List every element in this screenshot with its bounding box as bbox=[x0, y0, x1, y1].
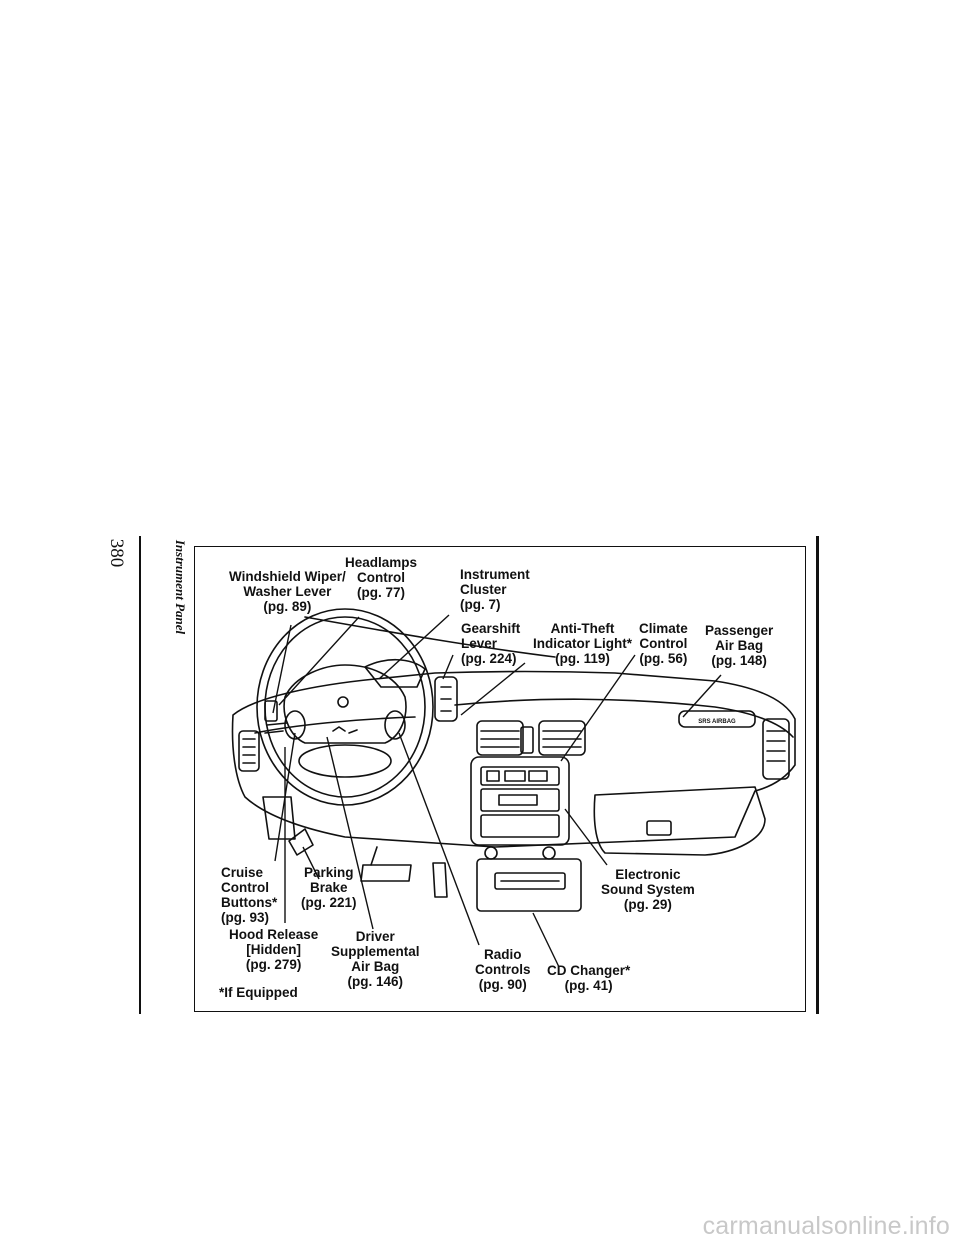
callout-cd-changer: CD Changer* (pg. 41) bbox=[547, 963, 631, 993]
footnote-if-equipped: *If Equipped bbox=[219, 985, 298, 1000]
cd-changer bbox=[476, 858, 582, 912]
section-title: Instrument Panel bbox=[173, 539, 188, 635]
callout-climate-control: Climate Control (pg. 56) bbox=[639, 621, 688, 666]
steering-hub bbox=[283, 664, 407, 744]
callout-radio-controls: Radio Controls (pg. 90) bbox=[475, 947, 531, 992]
gearshift-lever bbox=[434, 676, 458, 722]
left-air-vent bbox=[238, 730, 260, 772]
callout-hood-release: Hood Release [Hidden] (pg. 279) bbox=[229, 927, 319, 972]
brake-pedal bbox=[360, 864, 412, 882]
callout-passenger-airbag: Passenger Air Bag (pg. 148) bbox=[705, 623, 774, 668]
dashboard-illustration: SRS AIRBAG bbox=[231, 608, 796, 968]
callout-instrument-cluster: Instrument Cluster (pg. 7) bbox=[460, 567, 530, 612]
callout-anti-theft: Anti-Theft Indicator Light* (pg. 119) bbox=[533, 621, 632, 666]
watermark: carmanualsonline.info bbox=[702, 1212, 950, 1240]
right-air-vent bbox=[762, 718, 790, 780]
right-margin-rule bbox=[816, 536, 819, 1014]
instrument-cluster bbox=[364, 658, 426, 688]
callout-parking-brake: Parking Brake (pg. 221) bbox=[301, 865, 357, 910]
steering-wheel bbox=[256, 608, 434, 806]
dash-badge-text: SRS AIRBAG bbox=[698, 719, 736, 725]
parking-brake bbox=[288, 828, 314, 856]
callout-headlamps: Headlamps Control (pg. 77) bbox=[345, 555, 418, 600]
callout-windshield-wiper: Windshield Wiper/ Washer Lever (pg. 89) bbox=[229, 569, 346, 614]
center-stack bbox=[470, 756, 570, 846]
instrument-panel-figure: SRS AIRBAG Windshield Wiper/ Washer Leve… bbox=[194, 546, 806, 1012]
passenger-airbag-panel bbox=[678, 710, 756, 728]
callout-gearshift: Gearshift Lever (pg. 224) bbox=[461, 621, 521, 666]
callout-cruise-control: Cruise Control Buttons* (pg. 93) bbox=[221, 865, 278, 925]
dashboard-outline bbox=[231, 670, 796, 848]
left-margin-rule bbox=[139, 536, 141, 1014]
callout-electronic-sound: Electronic Sound System (pg. 29) bbox=[601, 867, 695, 912]
callout-driver-airbag: Driver Supplemental Air Bag (pg. 146) bbox=[331, 929, 420, 989]
glove-box bbox=[593, 786, 766, 856]
accelerator-pedal bbox=[432, 862, 448, 898]
page-number: 380 bbox=[106, 538, 127, 568]
cruise-buttons bbox=[284, 710, 306, 740]
